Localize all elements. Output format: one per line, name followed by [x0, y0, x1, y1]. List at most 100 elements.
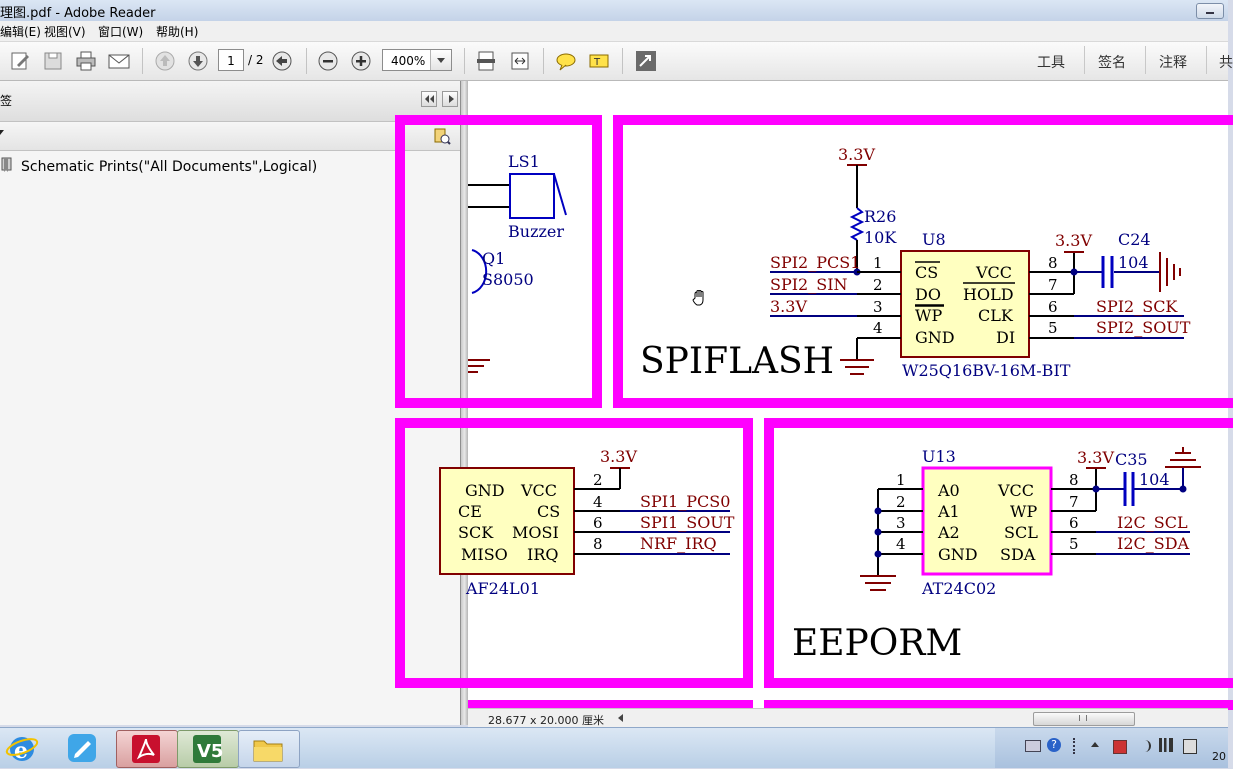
zoom-dropdown-button[interactable]	[430, 50, 451, 70]
power-label: 3.3V	[1055, 231, 1092, 250]
chevron-up-icon[interactable]	[1091, 742, 1099, 747]
toolbar-separator	[1206, 46, 1207, 74]
ground-symbol	[1165, 447, 1201, 468]
next-page-button[interactable]	[186, 50, 210, 72]
fit-width-button[interactable]	[508, 50, 532, 72]
chip-body	[900, 250, 1030, 358]
menu-edit[interactable]: 编辑(E)	[0, 25, 41, 39]
pin-num: 2	[873, 276, 883, 294]
pin-num: 6	[1048, 298, 1058, 316]
page-number-input[interactable]: 1	[218, 49, 244, 71]
net-label: 3.3V	[770, 297, 807, 316]
panel-title: 签	[0, 94, 13, 108]
menu-view[interactable]: 视图(V)	[44, 25, 86, 39]
pin-num: 5	[1069, 535, 1079, 553]
fit-page-icon	[477, 51, 495, 71]
bookmark-item[interactable]: Schematic Prints("All Documents",Logical…	[21, 159, 318, 175]
schematic-page: LS1 Buzzer Q1 S8050 SPIFLASH 3.3V R26 10…	[395, 115, 1233, 710]
battery-icon[interactable]	[1183, 739, 1197, 754]
tab-sign[interactable]: 签名	[1098, 55, 1126, 71]
power-label: 3.3V	[1077, 448, 1114, 467]
plus-icon	[351, 51, 371, 71]
spiflash-title: SPIFLASH	[640, 341, 834, 382]
clock[interactable]: 20	[1212, 750, 1226, 763]
nrf-section: AF24L01 3.3V 2 4 6 8 GND CE SCK MISO VCC…	[439, 447, 735, 598]
full-screen-button[interactable]	[634, 50, 658, 72]
notes-button[interactable]	[64, 730, 100, 766]
zoom-in-button[interactable]	[349, 50, 373, 72]
zoom-select[interactable]: 400%	[382, 49, 452, 71]
signal-bars-icon[interactable]	[1159, 738, 1173, 752]
help-icon[interactable]: ?	[1047, 738, 1061, 752]
minimize-button[interactable]	[1196, 3, 1224, 19]
window-title: 理图.pdf - Adobe Reader	[0, 6, 156, 21]
net-label: I2C_SCL	[1117, 513, 1188, 532]
expand-panel-button[interactable]	[442, 91, 458, 107]
chip-part: W25Q16BV-16M-BIT	[902, 361, 1071, 380]
collapse-panel-button[interactable]	[421, 91, 437, 107]
double-chevron-left-icon	[425, 95, 429, 103]
save-button[interactable]	[41, 50, 65, 72]
explorer-task[interactable]	[238, 730, 300, 768]
pin-label: DO	[915, 285, 941, 304]
pin-label: A0	[937, 481, 960, 500]
bookmark-tool-button[interactable]	[433, 127, 451, 145]
toolbar-separator	[543, 48, 544, 74]
pin-num: 4	[593, 493, 603, 511]
nrf-frame	[395, 418, 753, 688]
comment-button[interactable]	[554, 50, 578, 72]
transistor-symbol	[471, 249, 488, 294]
tab-comment[interactable]: 注释	[1159, 55, 1187, 71]
adobe-reader-task[interactable]	[116, 730, 178, 768]
email-button[interactable]	[107, 50, 131, 72]
capacitor-ref: C35	[1115, 450, 1148, 469]
buzzer-ref: LS1	[508, 152, 540, 171]
edit-button[interactable]	[8, 50, 32, 72]
capacitor-value: 104	[1139, 470, 1170, 489]
folder-icon	[253, 740, 283, 762]
net-label: SPI2_SOUT	[1096, 318, 1191, 337]
speaker-icon[interactable]	[1137, 740, 1151, 752]
menu-window[interactable]: 窗口(W)	[98, 25, 144, 39]
pin-label: WP	[1010, 502, 1037, 521]
net-label: SPI2_SIN	[770, 275, 848, 294]
keyboard-icon[interactable]	[1025, 740, 1041, 752]
menu-help[interactable]: 帮助(H)	[156, 25, 199, 39]
frame-bottom	[468, 700, 753, 710]
highlight-button[interactable]: T	[587, 50, 611, 72]
network-indicator-icon[interactable]	[1073, 738, 1083, 754]
pin-num: 8	[593, 535, 603, 553]
tab-tools[interactable]: 工具	[1037, 55, 1065, 71]
document-view[interactable]: LS1 Buzzer Q1 S8050 SPIFLASH 3.3V R26 10…	[395, 81, 1233, 710]
print-button[interactable]	[74, 50, 98, 72]
zoom-out-button[interactable]	[316, 50, 340, 72]
net-label: SPI1_PCS0	[640, 492, 730, 511]
pin-num: 4	[873, 319, 883, 337]
go-to-page-button[interactable]	[270, 50, 294, 72]
previous-page-button[interactable]	[153, 50, 177, 72]
ie-button[interactable]: e	[4, 730, 40, 766]
pin-num: 7	[1069, 493, 1079, 511]
toolbar-separator	[306, 48, 307, 74]
flag-icon[interactable]	[1113, 740, 1127, 754]
fit-page-button[interactable]	[474, 50, 498, 72]
horizontal-scrollbar-thumb[interactable]	[1033, 712, 1135, 726]
tab-share[interactable]: 共	[1219, 55, 1233, 71]
spiflash-section: SPIFLASH 3.3V R26 10K U8 W25Q16BV-16M-BI…	[640, 145, 1191, 382]
v5-task[interactable]: V5	[177, 730, 239, 768]
spiflash-frame	[613, 115, 1233, 408]
highlighter-icon: T	[589, 54, 609, 68]
pin-label: WP	[915, 306, 942, 325]
capacitor-symbol	[1101, 256, 1114, 288]
hand-cursor-icon	[692, 290, 704, 306]
toolbar-separator	[464, 48, 465, 74]
minimize-icon	[1206, 12, 1214, 14]
zoom-value: 400%	[391, 54, 426, 68]
pin-num: 8	[1069, 471, 1079, 489]
net-label: SPI2_PCS1	[770, 253, 860, 272]
options-dropdown-icon[interactable]	[0, 130, 4, 135]
scroll-left-icon[interactable]	[618, 714, 623, 722]
v5-app-icon: V5	[193, 735, 223, 763]
pin-num: 6	[593, 514, 603, 532]
edit-icon	[11, 52, 29, 70]
